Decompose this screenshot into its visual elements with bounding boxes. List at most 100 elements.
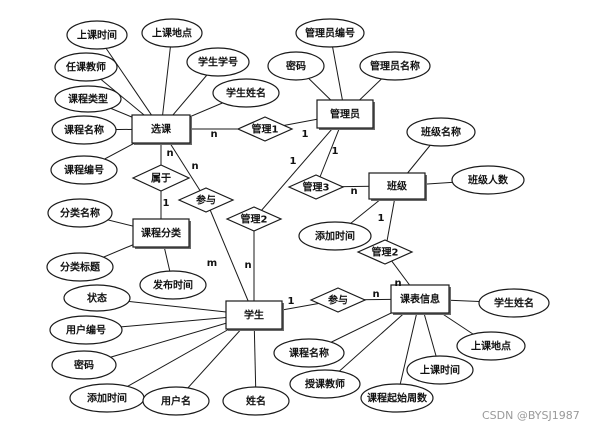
attribute-a_fl_title: 分类标题 xyxy=(46,252,114,282)
attribute-label: 上课时间 xyxy=(420,364,460,377)
attribute-a_kb_teacher: 授课教师 xyxy=(289,369,361,399)
relationship-label: 管理2 xyxy=(241,213,268,226)
attribute-a_rk_teacher: 任课教师 xyxy=(54,52,118,82)
attribute-a_kb_xsname: 学生姓名 xyxy=(478,288,550,318)
attribute-label: 班级人数 xyxy=(468,174,509,187)
relationship-canyu1: 参与 xyxy=(177,187,235,213)
attribute-ellipse xyxy=(212,78,280,108)
cardinality-c5: n xyxy=(166,148,173,159)
attribute-label: 学生姓名 xyxy=(226,87,266,100)
attribute-a_bj_name: 班级名称 xyxy=(406,117,476,147)
relationship-guanli3: 管理3 xyxy=(287,174,345,200)
attribute-label: 任课教师 xyxy=(65,61,106,74)
cardinality-c14: n xyxy=(372,289,379,300)
entity-box xyxy=(368,172,426,200)
attribute-ellipse xyxy=(142,386,210,416)
entity-label: 管理员 xyxy=(330,108,360,121)
attribute-label: 课程起始周数 xyxy=(367,392,428,405)
entity-xuesheng: 学生 xyxy=(225,300,284,331)
edge-a_sk_place-xuanke xyxy=(160,32,173,130)
relationship-diamond xyxy=(177,187,235,213)
cardinality-c10: n xyxy=(244,260,251,271)
attribute-ellipse xyxy=(451,165,525,195)
cardinality-c3: n xyxy=(350,186,357,197)
edge-canyu1-xuesheng xyxy=(205,199,255,316)
attribute-ellipse xyxy=(267,51,325,81)
attribute-a_fl_name: 分类名称 xyxy=(47,198,113,228)
edge-a_kb_week-kebiao_xinxi xyxy=(396,298,421,399)
attribute-label: 管理员名称 xyxy=(370,60,420,73)
attribute-ellipse xyxy=(298,221,372,251)
entity-kecheng_fenlei: 课程分类 xyxy=(132,218,191,249)
cardinality-c12: n xyxy=(394,278,401,289)
attribute-a_kb_place: 上课地点 xyxy=(456,331,526,361)
relationship-diamond xyxy=(287,174,345,200)
relationship-diamond xyxy=(236,116,294,142)
attribute-label: 姓名 xyxy=(245,395,266,408)
cardinality-c11: 1 xyxy=(332,146,339,157)
attribute-ellipse xyxy=(359,51,431,81)
relationship-diamond xyxy=(225,206,283,232)
attribute-a_st_status: 状态 xyxy=(63,284,131,312)
entity-label: 选课 xyxy=(151,123,172,136)
attribute-ellipse xyxy=(273,338,345,368)
edge-a_sk_time-xuanke xyxy=(96,34,162,130)
attribute-ellipse xyxy=(49,315,123,345)
attribute-a_st_name: 姓名 xyxy=(222,386,290,416)
attribute-label: 班级名称 xyxy=(421,126,461,139)
entity-label: 课程分类 xyxy=(141,227,181,240)
attribute-a_bj_add: 添加时间 xyxy=(298,221,372,251)
attribute-a_st_uid: 用户编号 xyxy=(49,315,123,345)
attribute-label: 发布时间 xyxy=(152,279,193,292)
relationship-label: 管理2 xyxy=(372,246,399,259)
relationship-shuyu: 属于 xyxy=(131,164,191,192)
relationship-label: 属于 xyxy=(151,173,171,185)
entity-label: 课表信息 xyxy=(400,293,440,306)
attribute-a_kc_no: 课程编号 xyxy=(50,155,118,185)
attribute-label: 密码 xyxy=(286,60,306,73)
attribute-ellipse xyxy=(47,198,113,228)
attribute-a_st_pwd: 密码 xyxy=(51,350,117,380)
attribute-ellipse xyxy=(406,355,474,385)
diagram-shapes: 上课时间上课地点任课教师学生学号课程类型学生姓名课程名称课程编号管理员编号密码管… xyxy=(46,18,550,416)
entity-label: 班级 xyxy=(387,180,408,193)
attribute-label: 学生姓名 xyxy=(494,297,534,310)
attribute-a_kc_name1: 课程名称 xyxy=(51,115,117,145)
attribute-ellipse xyxy=(51,350,117,380)
cardinality-c7: n xyxy=(191,161,198,172)
relationship-guanli1: 管理1 xyxy=(236,116,294,142)
attribute-label: 用户编号 xyxy=(65,324,106,337)
attribute-a_xs_name1: 学生姓名 xyxy=(212,78,280,108)
relationship-canyu2: 参与 xyxy=(309,287,367,313)
entity-box xyxy=(316,99,374,129)
entity-banji: 班级 xyxy=(368,172,427,201)
attribute-ellipse xyxy=(139,270,207,300)
relationship-guanli2a: 管理2 xyxy=(225,206,283,232)
attribute-a_gly_name: 管理员名称 xyxy=(359,51,431,81)
attribute-ellipse xyxy=(50,155,118,185)
attribute-a_kb_time: 上课时间 xyxy=(406,355,474,385)
attribute-ellipse xyxy=(46,252,114,282)
attribute-label: 添加时间 xyxy=(87,392,127,405)
entity-box xyxy=(131,114,191,144)
attribute-label: 课程编号 xyxy=(64,164,104,177)
attribute-a_kb_kcname: 课程名称 xyxy=(273,338,345,368)
entity-xuanke: 选课 xyxy=(131,114,192,145)
attribute-a_gly_pwd: 密码 xyxy=(267,51,325,81)
cardinality-c9: 1 xyxy=(290,156,297,167)
attribute-a_sk_place: 上课地点 xyxy=(141,18,203,48)
attribute-ellipse xyxy=(289,369,361,399)
relationship-diamond xyxy=(309,287,367,313)
attribute-ellipse xyxy=(478,288,550,318)
attribute-ellipse xyxy=(186,47,250,77)
attribute-label: 用户名 xyxy=(160,395,191,408)
attribute-label: 上课地点 xyxy=(152,27,192,40)
relationship-diamond xyxy=(131,164,191,192)
attribute-label: 密码 xyxy=(74,359,94,372)
edge-guanliyuan-guanli2a xyxy=(253,113,346,220)
cardinality-c1: n xyxy=(210,129,217,140)
attribute-label: 课程名称 xyxy=(289,347,329,360)
attribute-label: 上课时间 xyxy=(77,29,117,42)
entity-box xyxy=(132,218,190,248)
